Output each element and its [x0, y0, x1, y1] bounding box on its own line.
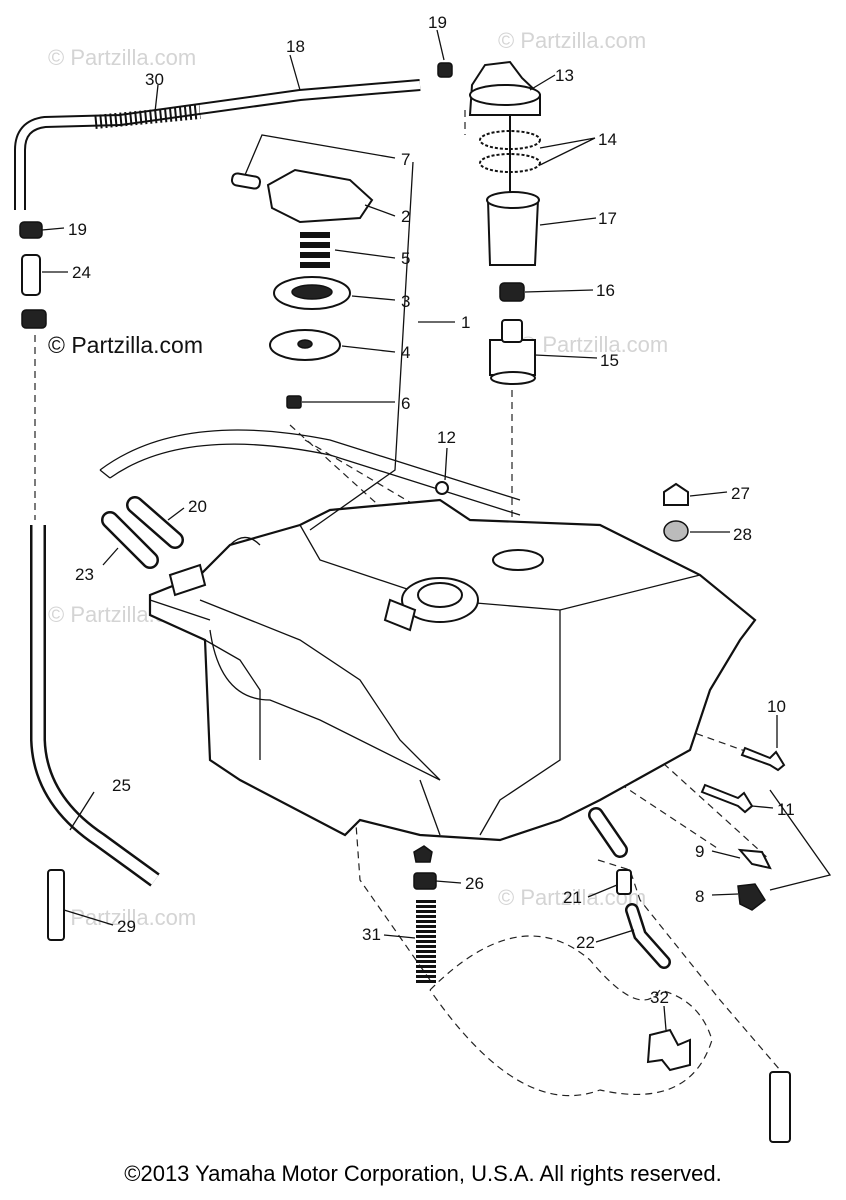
- callout-22: 22: [576, 933, 595, 952]
- clip-32-icon: [646, 1028, 691, 1072]
- callout-27: 27: [731, 484, 750, 503]
- callout-13: 13: [555, 66, 574, 85]
- callout-4: 4: [401, 343, 410, 362]
- bolt-10-icon: [740, 746, 786, 772]
- callout-25: 25: [112, 776, 131, 795]
- watermark-text: © Partzilla.com: [498, 28, 646, 53]
- callout-3: 3: [401, 292, 410, 311]
- leader-lines: [41, 29, 832, 1031]
- washer-4-hole: [297, 339, 313, 349]
- callout-14: 14: [598, 130, 617, 149]
- clamp-8-icon: [737, 883, 766, 911]
- callout-7: 7: [401, 150, 410, 169]
- callout-24: 24: [72, 263, 91, 282]
- callout-21: 21: [563, 888, 582, 907]
- cap-2-icon: [266, 168, 374, 224]
- grommet-28-icon: [663, 520, 689, 542]
- clamp-19b-icon: [19, 221, 43, 239]
- callout-5: 5: [401, 249, 410, 268]
- callout-2: 2: [401, 207, 410, 226]
- callout-32: 32: [650, 988, 669, 1007]
- callout-10: 10: [767, 697, 786, 716]
- callout-20: 20: [188, 497, 207, 516]
- callout-23: 23: [75, 565, 94, 584]
- watermark-text: © Partzilla.com: [48, 905, 196, 930]
- callout-19b: 19: [68, 220, 87, 239]
- nut-27-icon: [663, 482, 689, 506]
- pin-7-icon: [230, 172, 262, 190]
- clip-9-icon: [737, 848, 772, 870]
- callout-16: 16: [596, 281, 615, 300]
- callout-1: 1: [461, 313, 470, 332]
- callout-11: 11: [777, 800, 795, 819]
- sleeve-17-top: [486, 191, 540, 209]
- callout-29: 29: [117, 917, 136, 936]
- hose-25-icon: [30, 525, 160, 887]
- spring-5-icon: [300, 232, 330, 268]
- tube-bottom-icon: [769, 1071, 791, 1143]
- filter-15-neck: [501, 319, 523, 343]
- callout-8: 8: [695, 887, 704, 906]
- filter-15-icon: [489, 339, 536, 376]
- callout-15: 15: [600, 351, 619, 370]
- watermark-text: © Partzilla.com: [48, 45, 196, 70]
- fitting-21-icon: [616, 869, 632, 895]
- watermark-text: © Partzilla.com: [520, 332, 668, 357]
- callout-18: 18: [286, 37, 305, 56]
- callout-30: 30: [145, 70, 164, 89]
- callout-9: 9: [695, 842, 704, 861]
- callout-31: 31: [362, 925, 381, 944]
- copyright-notice: ©2013 Yamaha Motor Corporation, U.S.A. A…: [124, 1161, 722, 1186]
- fuel-tank: [99, 429, 757, 842]
- nut-6-icon: [286, 395, 302, 409]
- callout-17: 17: [598, 209, 617, 228]
- clamp-26-icon: [413, 872, 437, 890]
- clip-12-icon: [435, 481, 449, 495]
- clamp-16-icon: [499, 282, 525, 302]
- callout-28: 28: [733, 525, 752, 544]
- filter-15-base: [490, 371, 536, 385]
- callout-19: 19: [428, 13, 447, 32]
- cap-13-ring: [469, 84, 541, 106]
- hose-25-inner: [32, 525, 159, 885]
- strap-29-icon: [47, 869, 65, 941]
- callout-12: 12: [437, 428, 456, 447]
- callout-6: 6: [401, 394, 410, 413]
- callout-26: 26: [465, 874, 484, 893]
- clamp-19-icon: [437, 62, 453, 78]
- hose-small-inner: [590, 809, 626, 856]
- callouts: 19 18 30 13 14 17 16 15 7 2 5 3 4 6 1 12…: [68, 13, 795, 1007]
- tube-23-inner: [103, 513, 157, 567]
- connector-24-icon: [21, 254, 41, 296]
- sleeve-17-icon: [486, 199, 540, 266]
- hose-22-inner: [627, 905, 669, 967]
- watermark-text-dark: © Partzilla.com: [48, 332, 203, 358]
- bolt-11-icon: [700, 783, 754, 814]
- clamp-icon: [21, 309, 47, 329]
- parts: [14, 60, 791, 1143]
- nut-26-top-icon: [413, 845, 433, 863]
- gasket-3-hole: [291, 284, 333, 300]
- tube-20-inner: [128, 498, 182, 547]
